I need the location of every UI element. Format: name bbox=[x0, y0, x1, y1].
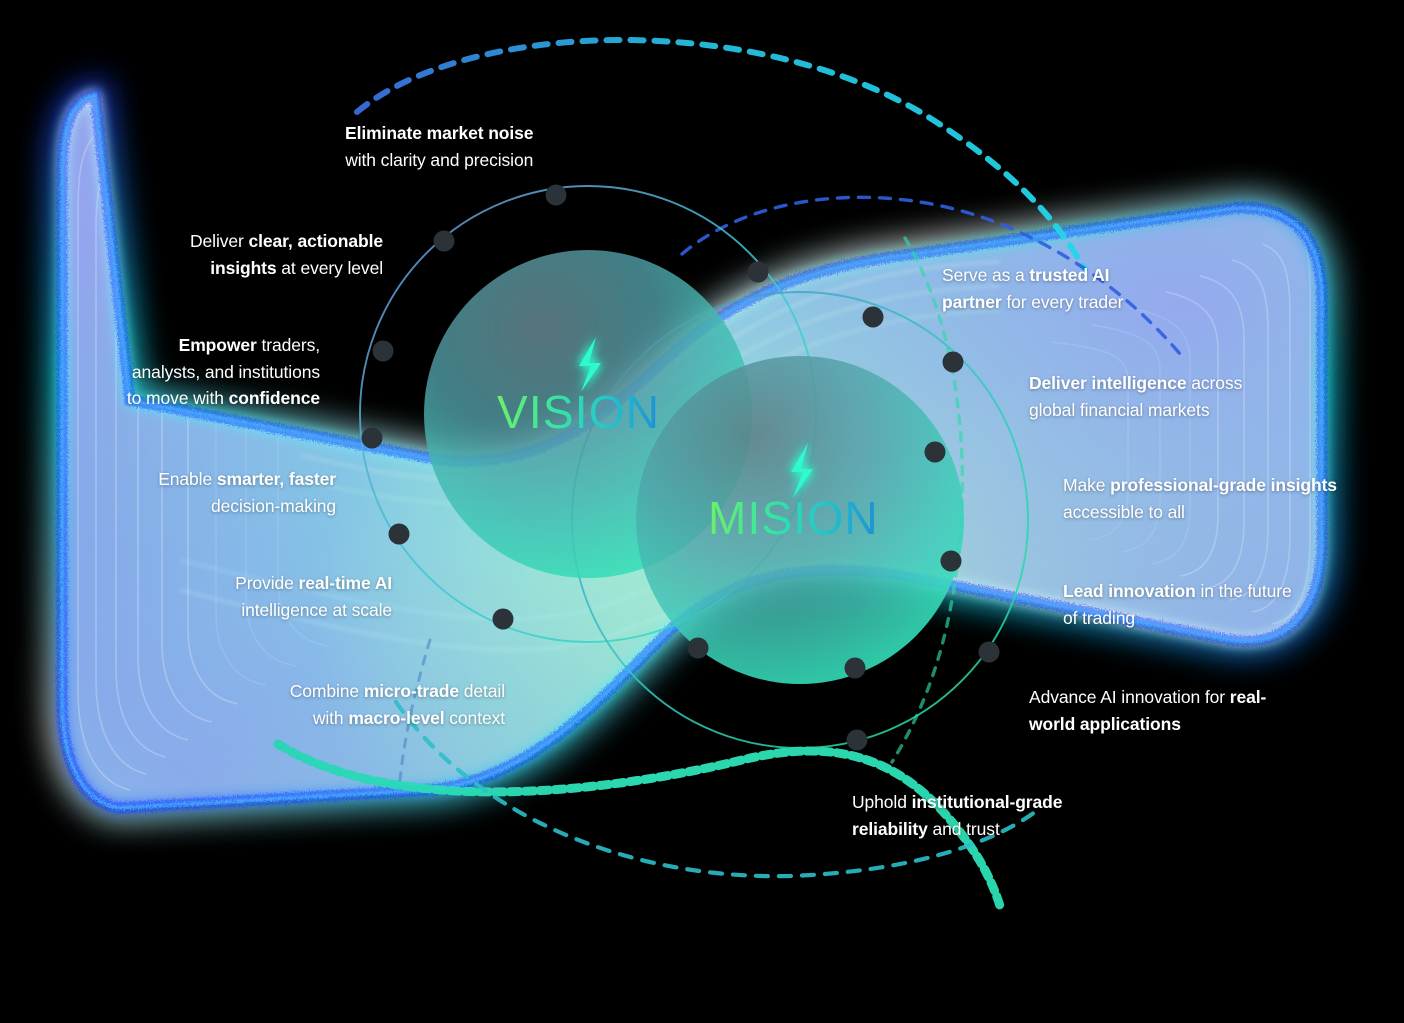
callout-text: Provide bbox=[235, 573, 299, 593]
callout-text: global financial markets bbox=[1029, 399, 1210, 420]
orbit-node[interactable] bbox=[545, 184, 567, 206]
callout-text: intelligence at scale bbox=[241, 599, 392, 620]
callout-text: to move with bbox=[126, 388, 229, 409]
callout-institutional-grade-reliability: Uphold institutional-grade reliability a… bbox=[852, 789, 1152, 842]
callout-deliver-clear-insights: Deliver clear, actionable insights at ev… bbox=[100, 228, 383, 281]
mision-label: MISION bbox=[708, 492, 879, 544]
callout-text: traders, bbox=[256, 335, 320, 355]
callout-empower-traders: Empower traders, analysts, and instituti… bbox=[60, 332, 320, 412]
orbit-node[interactable] bbox=[978, 641, 1000, 663]
orbit-node[interactable] bbox=[388, 523, 410, 545]
callout-head: Eliminate market noise bbox=[345, 123, 534, 143]
callout-strong: Lead innovation bbox=[1063, 581, 1196, 601]
callout-enable-faster-decisions: Enable smarter, faster decision-making bbox=[80, 466, 336, 519]
callout-strong: trusted AI bbox=[1029, 265, 1110, 285]
callout-strong: clear, actionable bbox=[248, 231, 384, 251]
orbit-node[interactable] bbox=[687, 637, 709, 659]
callout-text: detail bbox=[459, 681, 505, 701]
dashed-arc-bottom-b bbox=[393, 699, 1038, 879]
callout-strong: reliability bbox=[852, 818, 928, 839]
callout-strong: macro-level bbox=[348, 707, 445, 728]
callout-combine-micro-macro: Combine micro-trade detail with macro-le… bbox=[200, 678, 505, 731]
orbit-node[interactable] bbox=[361, 427, 383, 449]
callout-text: with bbox=[312, 707, 349, 728]
dashed-arc-top-inner bbox=[680, 195, 1187, 362]
callout-strong: Empower bbox=[178, 335, 257, 355]
callout-strong: real-time AI bbox=[298, 573, 393, 593]
callout-strong: micro-trade bbox=[363, 681, 459, 701]
callout-lead-innovation: Lead innovation in the future of trading bbox=[1063, 578, 1363, 631]
callout-text: for every trader bbox=[1001, 291, 1124, 312]
callout-text: of trading bbox=[1063, 607, 1135, 628]
orbit-node[interactable] bbox=[844, 657, 866, 679]
callout-text: Advance AI innovation for bbox=[1029, 687, 1230, 707]
callout-strong: world applications bbox=[1029, 713, 1181, 734]
callout-strong: smarter, faster bbox=[216, 469, 336, 489]
callout-strong: insights bbox=[210, 257, 277, 278]
orbit-node[interactable] bbox=[924, 441, 946, 463]
vision-label: VISION bbox=[497, 386, 661, 438]
orbit-node[interactable] bbox=[747, 261, 769, 283]
callout-text: accessible to all bbox=[1063, 501, 1185, 522]
callout-eliminate-market-noise: Eliminate market noise with clarity and … bbox=[345, 120, 534, 173]
callout-strong: institutional-grade bbox=[911, 792, 1063, 812]
callout-advance-ai-innovation: Advance AI innovation for real- world ap… bbox=[1029, 684, 1329, 737]
callout-text: in the future bbox=[1195, 581, 1292, 601]
callout-strong: real- bbox=[1229, 687, 1267, 707]
callout-strong: professional-grade insights bbox=[1110, 475, 1337, 495]
decorative-dashed-arcs bbox=[273, 37, 1187, 911]
orbit-node[interactable] bbox=[862, 306, 884, 328]
callout-text: Serve as a bbox=[942, 265, 1030, 285]
orbit-nodes-vision bbox=[361, 184, 769, 630]
callout-text: across bbox=[1186, 373, 1243, 393]
lightning-bolt-icon-mision bbox=[791, 443, 813, 498]
dashed-arc-bottom-a bbox=[273, 739, 1005, 911]
callout-text: decision-making bbox=[211, 495, 336, 516]
callout-text: Deliver bbox=[189, 231, 249, 251]
callout-text: Uphold bbox=[852, 792, 912, 812]
callout-trusted-ai-partner: Serve as a trusted AI partner for every … bbox=[942, 262, 1242, 315]
dashed-arc-left-vertical bbox=[398, 638, 432, 782]
callout-strong: confidence bbox=[228, 388, 320, 409]
orbit-node[interactable] bbox=[940, 550, 962, 572]
orbit-node[interactable] bbox=[846, 729, 868, 751]
callout-deliver-intelligence: Deliver intelligence across global finan… bbox=[1029, 370, 1359, 423]
callout-text: Make bbox=[1063, 475, 1111, 495]
callout-provide-realtime-ai: Provide real-time AI intelligence at sca… bbox=[150, 570, 392, 623]
callout-text: context bbox=[444, 707, 505, 728]
orbit-node[interactable] bbox=[942, 351, 964, 373]
orbit-node[interactable] bbox=[492, 608, 514, 630]
callout-text: and trust bbox=[927, 818, 1000, 839]
callout-strong: Deliver intelligence bbox=[1029, 373, 1187, 393]
mision-sphere[interactable] bbox=[636, 356, 964, 684]
orbit-node[interactable] bbox=[433, 230, 455, 252]
callout-sub: with clarity and precision bbox=[345, 149, 534, 170]
callout-professional-grade-insights: Make professional-grade insights accessi… bbox=[1063, 472, 1383, 525]
callout-text: Combine bbox=[289, 681, 364, 701]
orbit-node[interactable] bbox=[372, 340, 394, 362]
dashed-arc-top bbox=[354, 37, 1088, 273]
lightning-bolt-icon-vision bbox=[579, 337, 601, 392]
orbit-nodes-mision bbox=[687, 306, 1000, 751]
callout-strong: partner bbox=[942, 291, 1002, 312]
callout-text: Enable bbox=[158, 469, 217, 489]
callout-text: analysts, and institutions bbox=[131, 361, 320, 382]
callout-text: at every level bbox=[276, 257, 383, 278]
